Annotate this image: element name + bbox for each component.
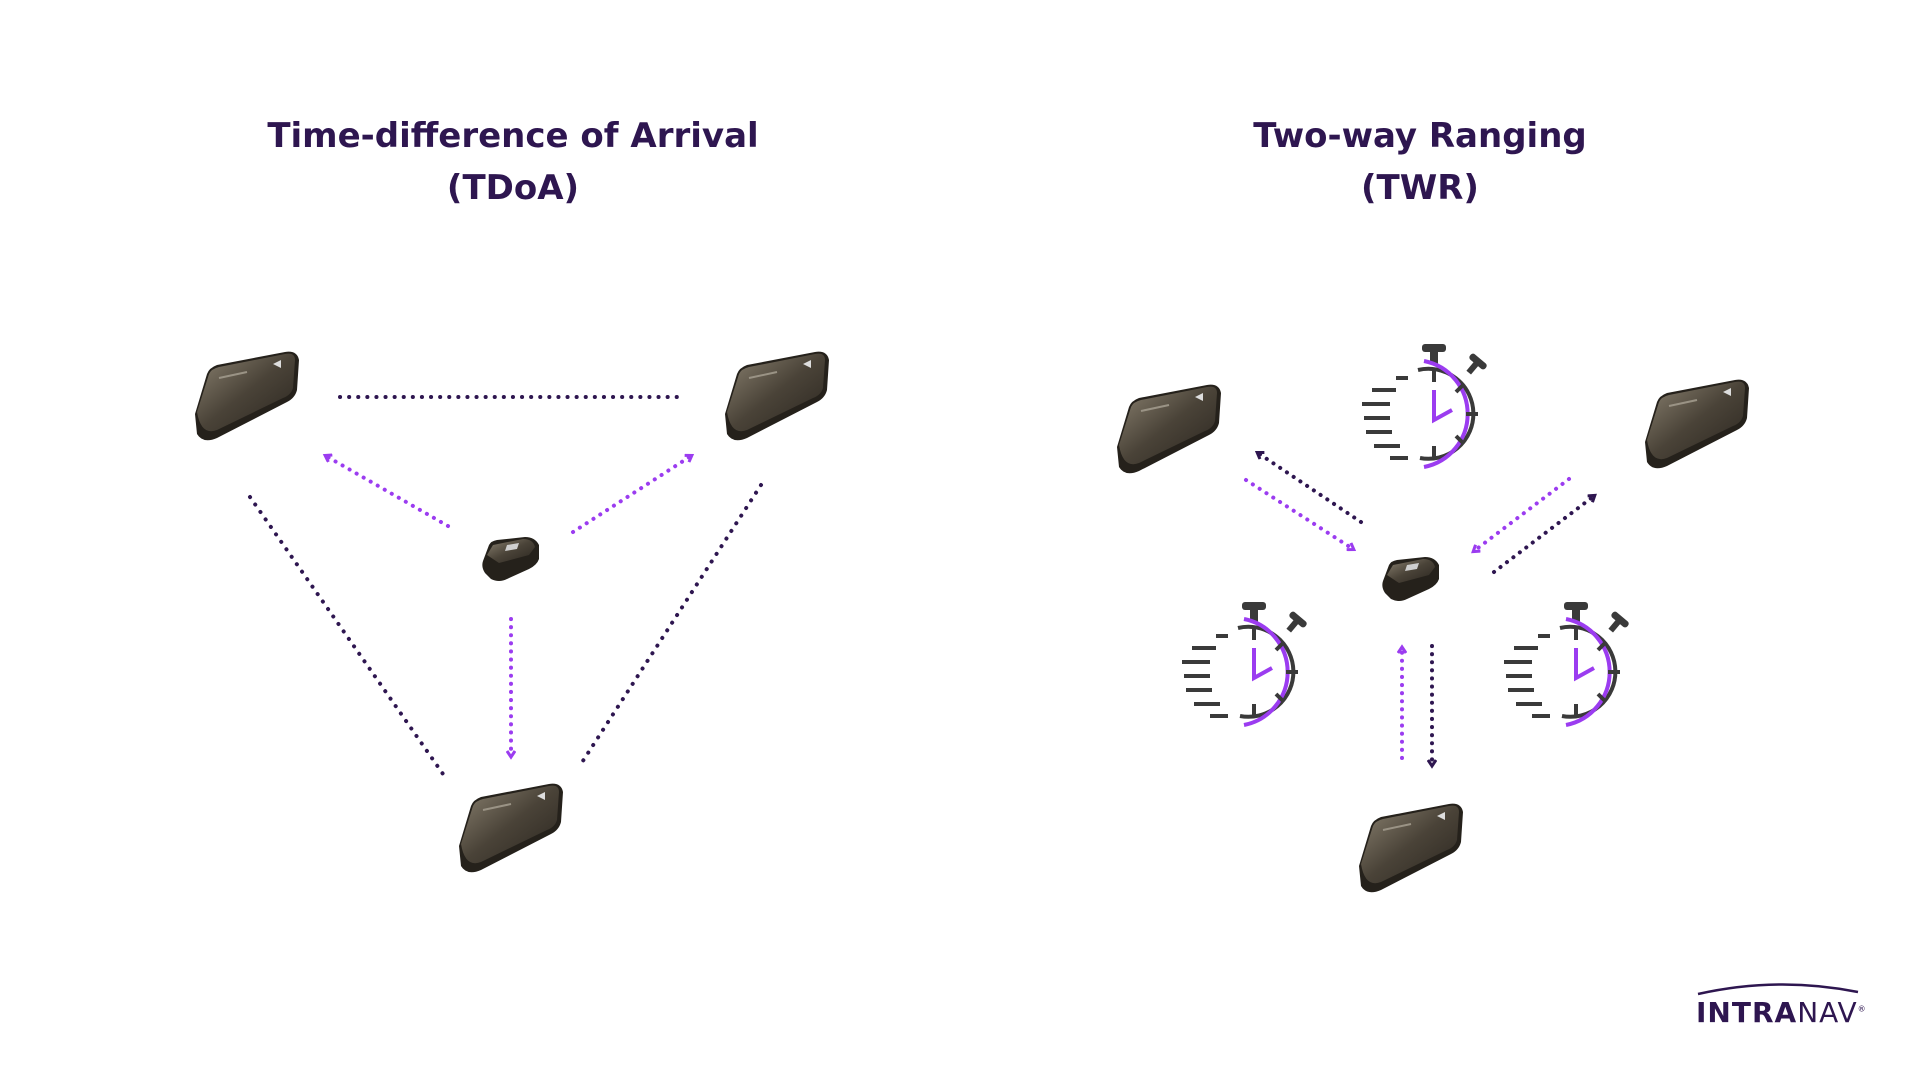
anchor-device-top-right [724, 350, 830, 442]
response-arrow-left [1258, 453, 1363, 524]
tag-device [482, 537, 539, 581]
anchor-link-left [248, 495, 445, 776]
anchor-link-right [577, 483, 763, 769]
twr-title: Two-way Ranging (TWR) [1070, 110, 1770, 214]
anchor-device-bottom [1358, 802, 1464, 894]
intranav-logo: INTRANAV® [1690, 978, 1867, 1033]
stopwatch-icon [1180, 600, 1310, 727]
request-arrow-right [1474, 477, 1571, 551]
logo-bold-text: INTRA [1696, 996, 1798, 1029]
anchor-device-left [1116, 383, 1222, 475]
tdoa-title-line1: Time-difference of Arrival [267, 116, 759, 156]
tdoa-title: Time-difference of Arrival (TDoA) [163, 110, 863, 214]
logo-arc [1697, 983, 1859, 996]
twr-diagram [1244, 453, 1594, 765]
anchor-device-bottom [458, 782, 564, 874]
logo-regular-text: NAV [1797, 996, 1858, 1029]
request-arrow-left [1244, 478, 1353, 549]
logo-registered-mark: ® [1857, 1004, 1867, 1014]
stopwatch-icon [1502, 600, 1632, 727]
twr-title-line2: (TWR) [1361, 168, 1479, 208]
tag-device [1382, 557, 1439, 601]
tdoa-title-line2: (TDoA) [446, 168, 580, 208]
tdoa-diagram [248, 395, 763, 776]
response-arrow-right [1492, 496, 1594, 574]
signal-arrow-right [571, 456, 691, 534]
stopwatch-icon [1360, 342, 1490, 469]
anchor-device-right [1644, 378, 1750, 470]
anchor-device-top-left [194, 350, 300, 442]
signal-arrow-left [326, 456, 450, 528]
twr-title-line1: Two-way Ranging [1253, 116, 1587, 156]
